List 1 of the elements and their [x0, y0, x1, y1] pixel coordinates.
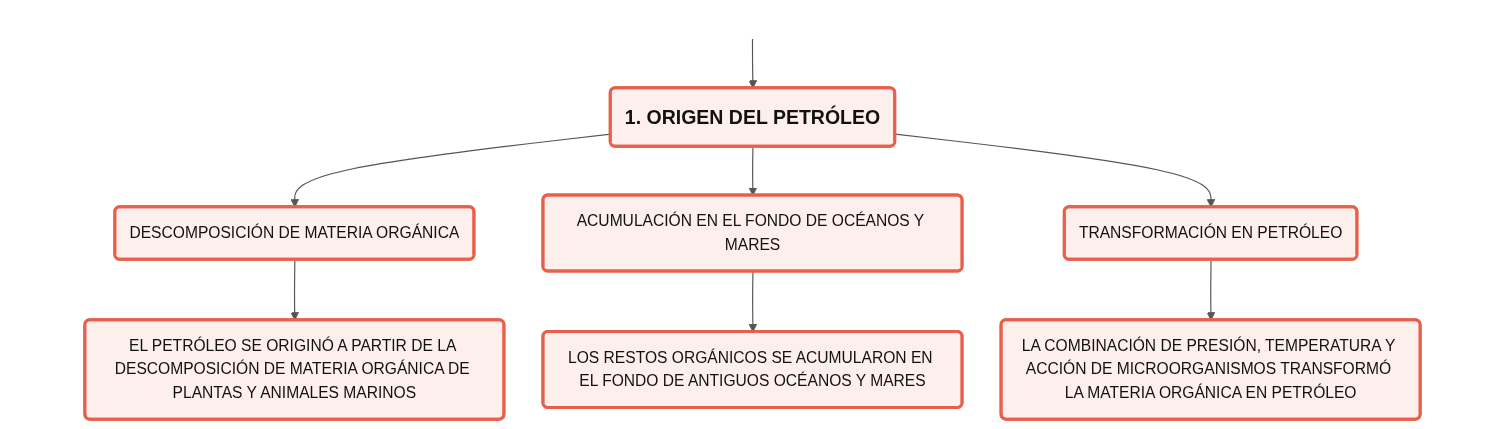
arrow — [748, 146, 757, 196]
